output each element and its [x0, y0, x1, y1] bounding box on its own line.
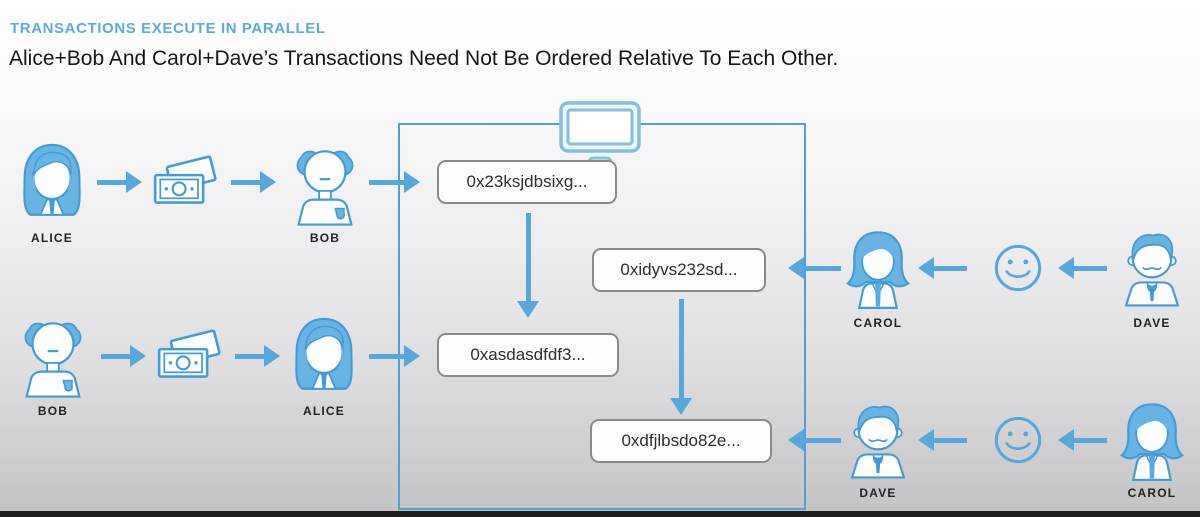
arrow-head — [264, 345, 280, 367]
arrow-shaft — [101, 353, 133, 359]
arrow-head — [260, 171, 276, 193]
tx-hash-box-dave-carol: 0xidyvs232sd... — [592, 248, 766, 292]
arrow-shaft — [369, 179, 407, 185]
avatar-carol-receiver — [842, 228, 914, 310]
tx-hash-box-alice-bob: 0x23ksjdbsixg... — [437, 160, 617, 204]
arrow-head — [918, 257, 934, 279]
smiley-icon — [992, 242, 1044, 294]
avatar-alice-sender — [16, 140, 88, 224]
arrow-head — [670, 398, 692, 415]
arrow-bob-to-cash — [100, 345, 146, 367]
tx-hash-box-bob-alice: 0xasdasdfdf3... — [437, 333, 619, 377]
arrow-head — [918, 429, 934, 451]
arrow-head — [126, 171, 142, 193]
arrow-head — [788, 257, 804, 279]
avatar-dave-sender — [1116, 228, 1188, 308]
arrow-carol-to-tx2 — [788, 257, 842, 279]
avatar-label-bob-bottom: BOB — [37, 404, 69, 418]
tx-hash-box-carol-dave: 0xdfjlbsdo82e... — [590, 419, 772, 463]
arrow-shaft — [235, 353, 267, 359]
arrow-tx2-to-tx4 — [670, 299, 692, 415]
banknotes-icon — [154, 328, 226, 384]
arrow-smiley-to-carol — [918, 257, 968, 279]
banknotes-icon — [150, 154, 222, 210]
arrow-tx1-to-tx3 — [517, 213, 539, 318]
arrow-dave-to-tx4 — [788, 429, 842, 451]
smiley-icon — [992, 414, 1044, 466]
arrow-carol-to-smiley — [1058, 429, 1108, 451]
avatar-label-alice-bottom: ALICE — [303, 404, 345, 418]
arrow-shaft — [1071, 437, 1107, 443]
page-eyebrow: TRANSACTIONS EXECUTE IN PARALLEL — [10, 20, 326, 37]
avatar-bob-receiver — [288, 144, 362, 226]
arrow-shaft — [931, 437, 967, 443]
arrow-shaft — [801, 265, 841, 271]
arrow-dave-to-smiley — [1058, 257, 1108, 279]
arrow-shaft — [931, 265, 967, 271]
avatar-label-bob-top: BOB — [309, 231, 341, 245]
arrow-shaft — [231, 179, 263, 185]
arrow-smiley-to-dave — [918, 429, 968, 451]
arrow-head — [404, 171, 420, 193]
arrow-shaft — [525, 213, 531, 302]
avatar-label-alice-top: ALICE — [31, 231, 73, 245]
arrow-alice-to-tx3 — [368, 345, 420, 367]
avatar-alice-receiver — [288, 314, 360, 398]
arrow-cash-to-bob — [230, 171, 276, 193]
video-letterbox-bar — [0, 511, 1200, 517]
arrow-head — [1058, 429, 1074, 451]
arrow-head — [130, 345, 146, 367]
arrow-shaft — [1071, 265, 1107, 271]
avatar-label-carol-top: CAROL — [853, 316, 903, 330]
avatar-bob-sender — [16, 316, 90, 398]
page-title: Alice+Bob And Carol+Dave’s Transactions … — [9, 47, 839, 70]
computer-monitor-icon — [558, 100, 642, 168]
arrow-head — [1058, 257, 1074, 279]
arrow-shaft — [97, 179, 129, 185]
avatar-label-dave-top: DAVE — [1133, 316, 1171, 330]
arrow-shaft — [369, 353, 407, 359]
avatar-dave-receiver — [842, 400, 914, 480]
arrow-head — [404, 345, 420, 367]
arrow-head — [788, 429, 804, 451]
avatar-label-dave-bottom: DAVE — [859, 486, 897, 500]
arrow-head — [517, 301, 539, 318]
arrow-shaft — [801, 437, 841, 443]
arrow-bob-to-tx1 — [368, 171, 420, 193]
arrow-shaft — [678, 299, 684, 399]
arrow-alice-to-cash — [96, 171, 142, 193]
avatar-label-carol-bottom: CAROL — [1127, 486, 1177, 500]
avatar-carol-sender — [1116, 400, 1188, 482]
arrow-cash-to-alice — [234, 345, 280, 367]
